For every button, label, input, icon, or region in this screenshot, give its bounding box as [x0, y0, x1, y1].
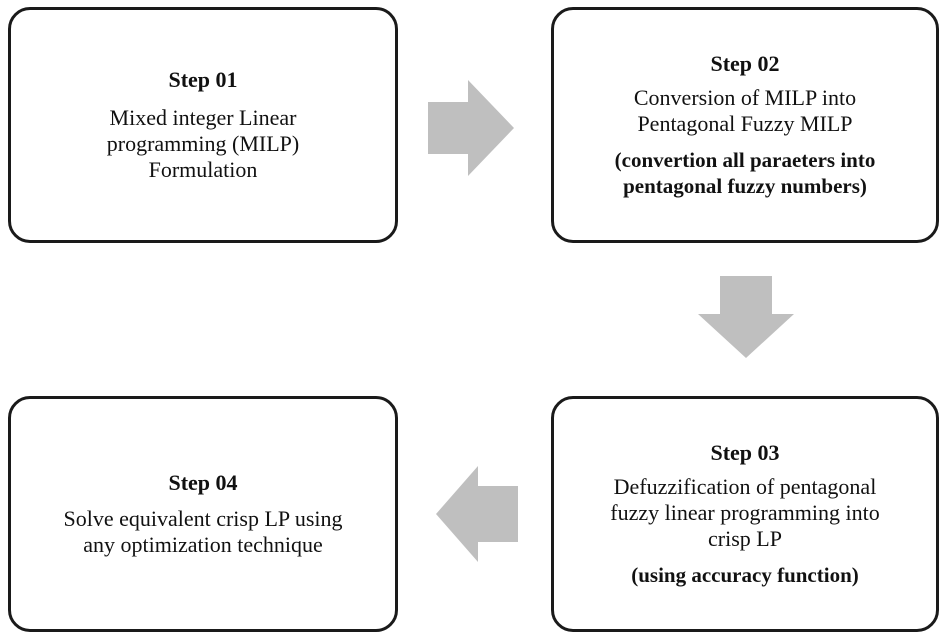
step-02-note-line-1: (convertion all paraeters into	[614, 148, 876, 172]
step-03-title: Step 03	[710, 440, 780, 465]
arrow-down-icon	[698, 276, 794, 358]
step-02-line-1: Conversion of MILP into	[633, 85, 857, 110]
step-02-line-2: Pentagonal Fuzzy MILP	[637, 111, 853, 136]
step-04-line-1: Solve equivalent crisp LP using	[63, 506, 343, 531]
step-03-note: (using accuracy function)	[631, 562, 859, 588]
step-02-title: Step 02	[710, 51, 780, 76]
step-03-note-line-1: (using accuracy function)	[631, 563, 859, 587]
step-01-line-3: Formulation	[148, 157, 258, 182]
step-03-line-2: fuzzy linear programming into	[610, 500, 880, 525]
step-01-box: Step 01 Mixed integer Linear programming…	[8, 7, 398, 243]
step-03-box: Step 03 Defuzzification of pentagonal fu…	[551, 396, 939, 632]
step-04-title: Step 04	[168, 470, 238, 495]
arrow-left-icon	[436, 466, 518, 562]
step-01-line-1: Mixed integer Linear	[109, 105, 297, 130]
step-02-box: Step 02 Conversion of MILP into Pentagon…	[551, 7, 939, 243]
step-04-description: Solve equivalent crisp LP using any opti…	[63, 506, 342, 558]
step-01-title: Step 01	[168, 67, 238, 92]
step-02-note-line-2: pentagonal fuzzy numbers)	[623, 174, 867, 198]
arrow-left-shape	[436, 466, 518, 562]
step-04-line-2: any optimization technique	[83, 532, 323, 557]
step-02-note: (convertion all paraeters into pentagona…	[615, 147, 876, 199]
arrow-right-shape	[428, 80, 514, 176]
arrow-down-shape	[698, 276, 794, 358]
step-04-box: Step 04 Solve equivalent crisp LP using …	[8, 396, 398, 632]
step-01-description: Mixed integer Linear programming (MILP) …	[107, 105, 299, 183]
step-02-description: Conversion of MILP into Pentagonal Fuzzy…	[634, 85, 856, 137]
step-03-description: Defuzzification of pentagonal fuzzy line…	[610, 474, 879, 552]
arrow-right-icon	[428, 80, 514, 176]
step-03-line-3: crisp LP	[708, 526, 782, 551]
step-03-line-1: Defuzzification of pentagonal	[613, 474, 877, 499]
step-01-line-2: programming (MILP)	[106, 131, 300, 156]
